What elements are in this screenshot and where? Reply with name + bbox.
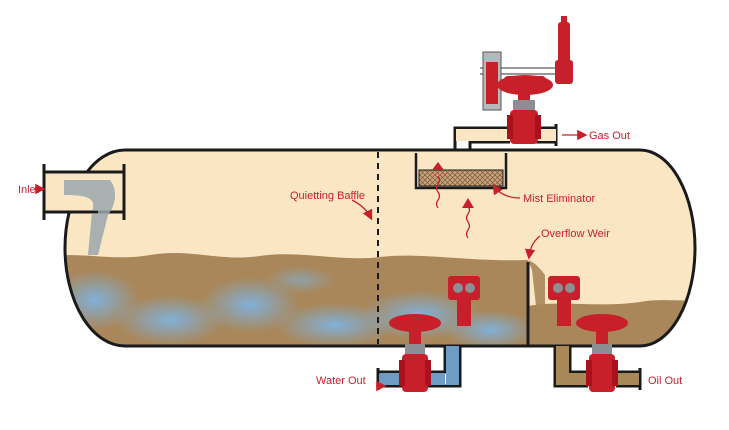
label-gas-out: Gas Out [589, 130, 630, 142]
water-outlet-pipe [376, 346, 462, 390]
vessel [63, 148, 697, 348]
label-inlet: Inlet [18, 184, 39, 196]
gas-control-valve [497, 75, 553, 144]
level-controller-icon [548, 276, 580, 326]
gas-flow-arrows [432, 162, 474, 239]
level-controller-icon [448, 276, 480, 326]
label-mist-eliminator: Mist Eliminator [523, 193, 595, 205]
mist-eliminator [414, 153, 508, 190]
label-quieting-baffle: Quietting Baffle [290, 190, 365, 202]
water-control-valve [389, 314, 441, 392]
oil-control-valve [576, 314, 628, 392]
label-water-out: Water Out [316, 375, 366, 387]
label-oil-out: Oil Out [648, 375, 682, 387]
pressure-controller-icon [480, 16, 573, 111]
arrow-icon [35, 129, 588, 392]
label-overflow-weir: Overflow Weir [541, 228, 610, 240]
oil-outlet-pipe [553, 346, 642, 390]
